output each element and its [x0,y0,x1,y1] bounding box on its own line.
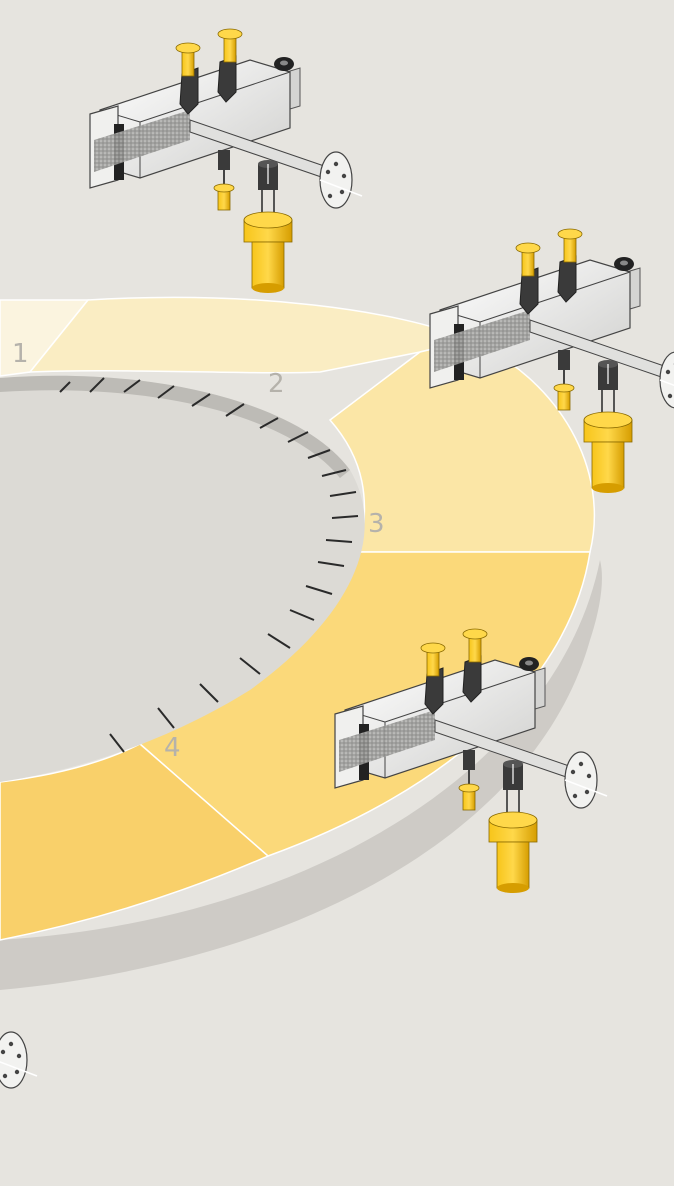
segment-label-2: 2 [268,369,285,399]
segment-label-4: 4 [164,733,181,763]
segment-label-3: 3 [368,509,385,539]
segment-label-1: 1 [12,339,29,369]
